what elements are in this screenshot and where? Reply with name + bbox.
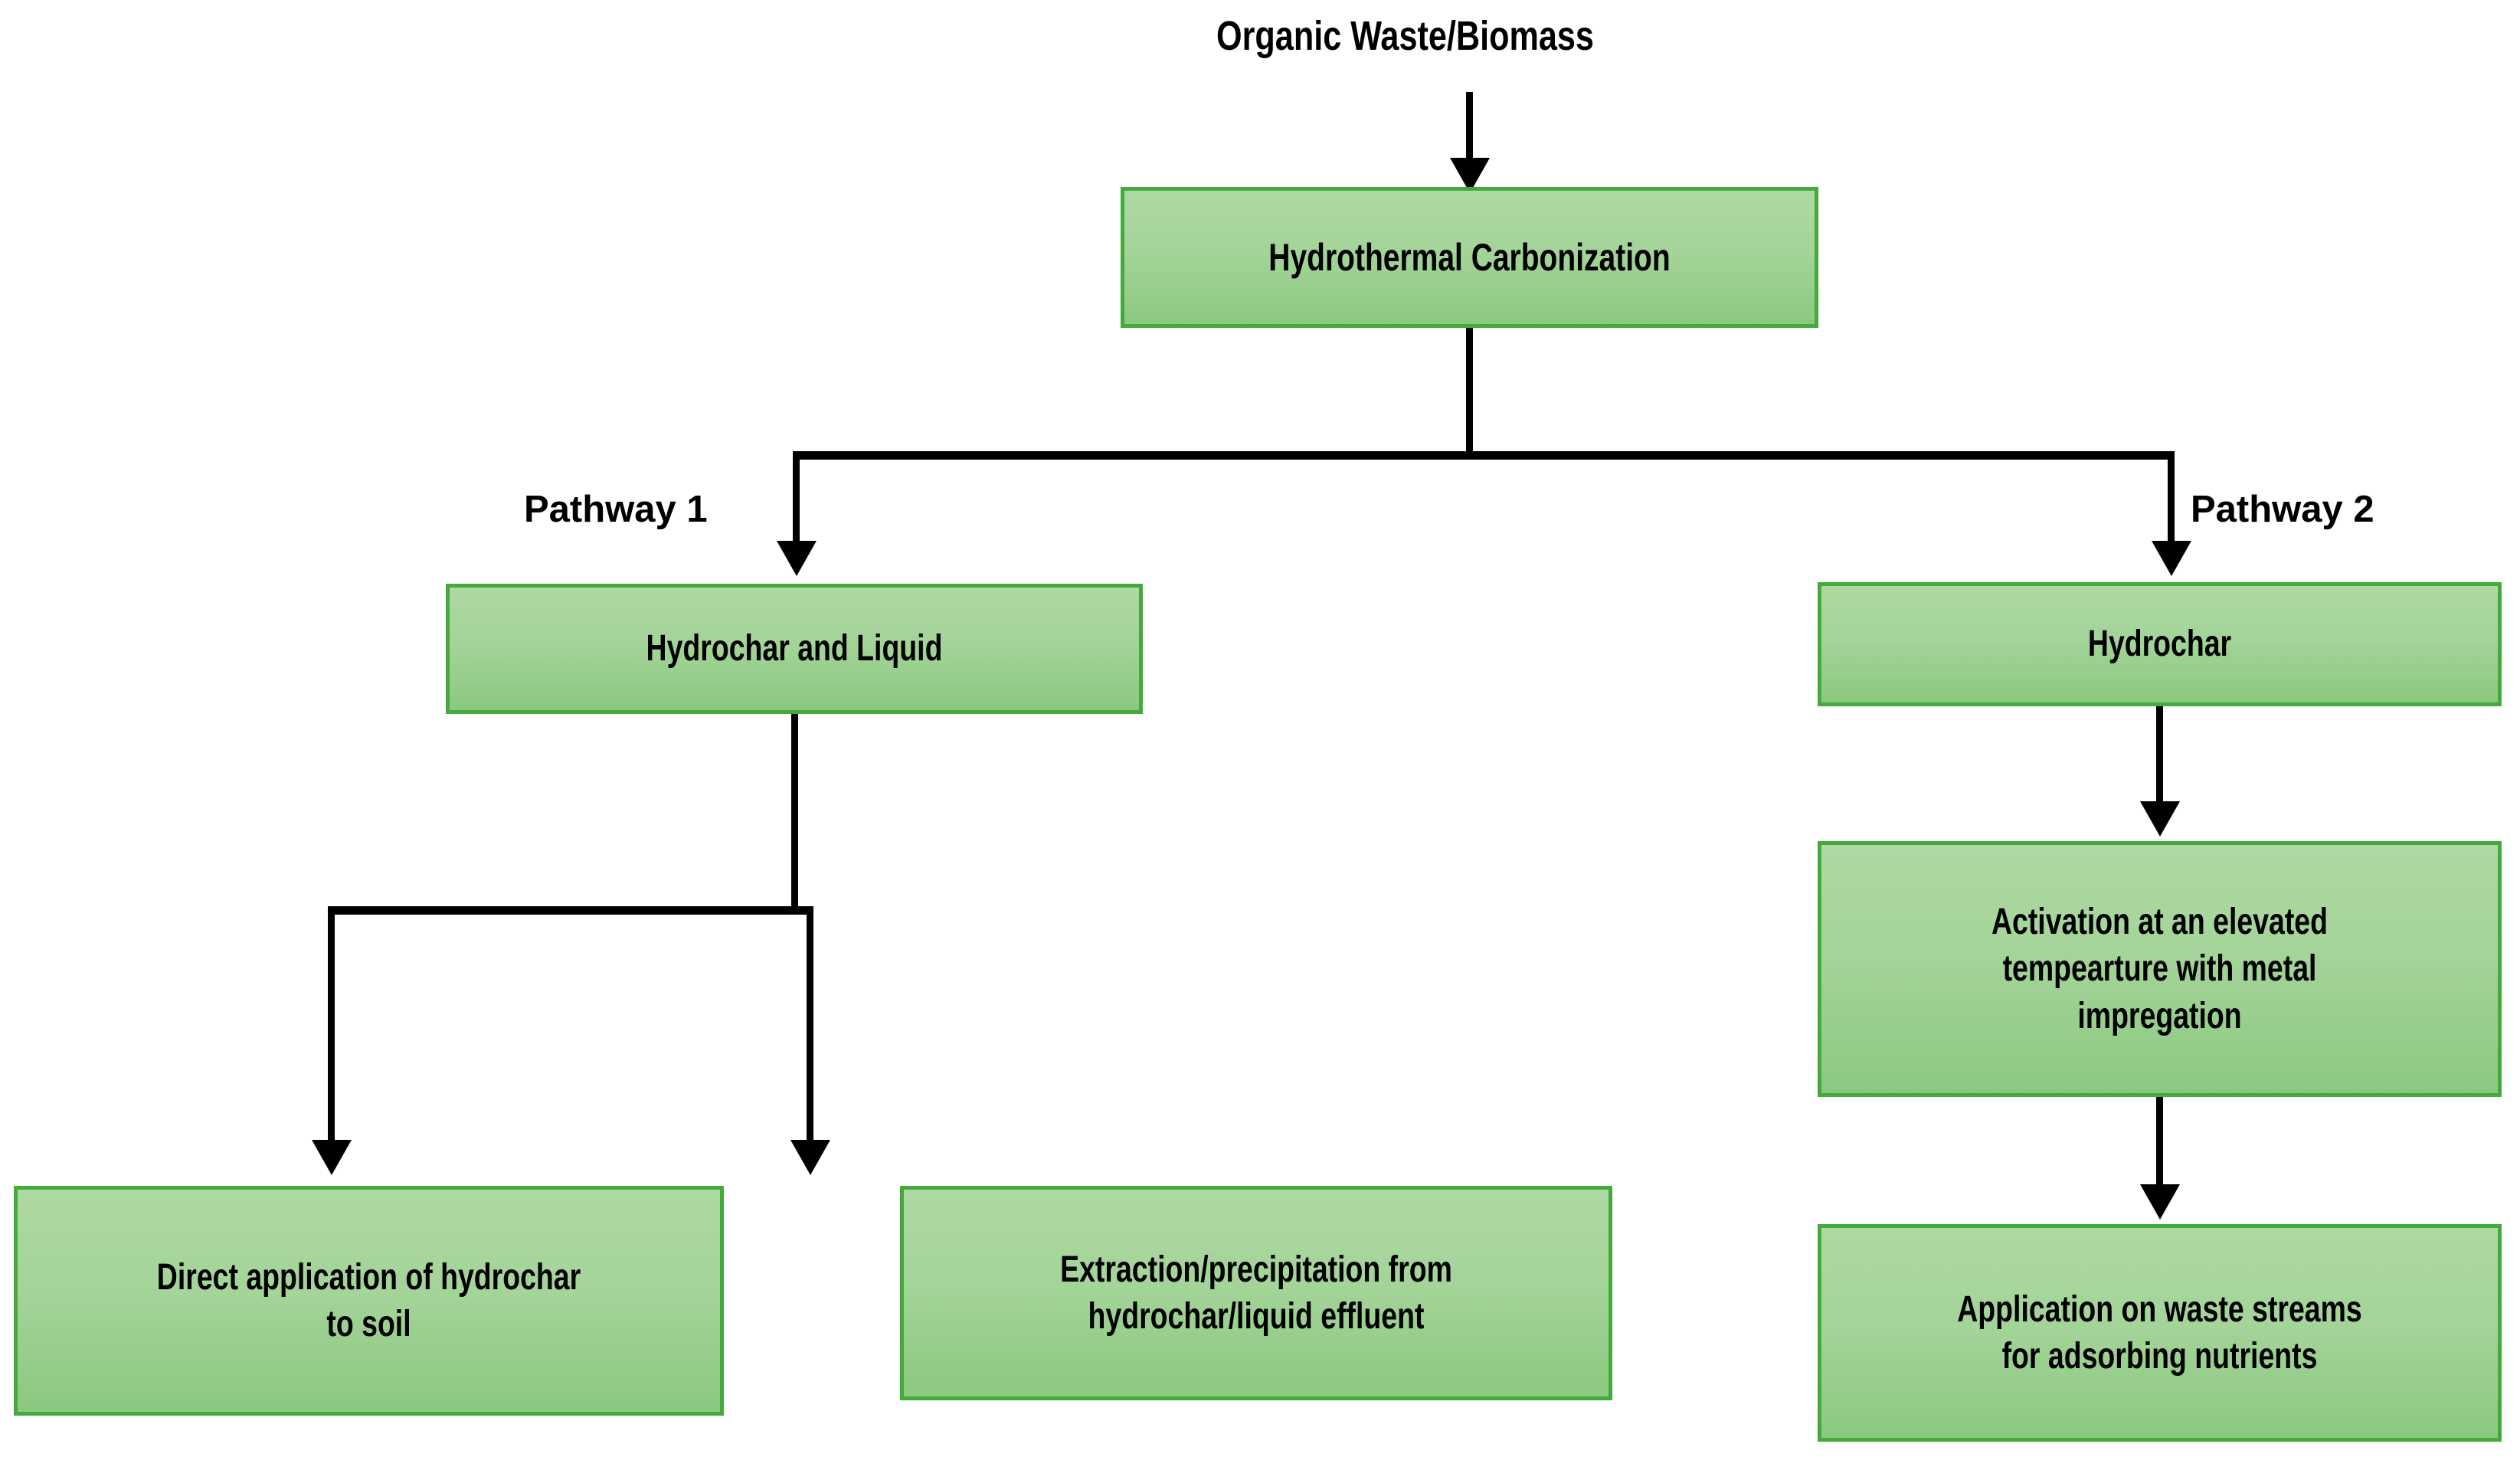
connector-to-direct-application — [328, 906, 335, 1145]
connector-pathway1-split-bar — [328, 906, 813, 915]
node-waste-streams[interactable]: Application on waste streams for adsorbi… — [1818, 1224, 2502, 1442]
node-hydrochar-and-liquid[interactable]: Hydrochar and Liquid — [446, 584, 1143, 714]
connector-pathway-split-bar — [793, 451, 2175, 460]
node-label: Hydrothermal Carbonization — [1268, 236, 1671, 279]
source-label: Organic Waste/Biomass — [1216, 13, 1594, 59]
node-label: Hydrochar and Liquid — [646, 628, 943, 670]
node-label: Hydrochar — [2087, 624, 2232, 665]
node-label: Direct application of hydrochar to soil — [156, 1256, 581, 1344]
node-extraction[interactable]: Extraction/precipitation from hydrochar/… — [900, 1186, 1612, 1400]
connector-hydrochar-to-activation — [2156, 706, 2163, 806]
pathway-1-label: Pathway 1 — [524, 489, 708, 530]
connector-pathway2-drop — [2168, 451, 2175, 551]
arrowhead-direct-application — [312, 1140, 352, 1175]
node-label: Activation at an elevated tempearture wi… — [1991, 901, 2329, 1036]
node-hydrochar[interactable]: Hydrochar — [1818, 582, 2502, 706]
arrowhead-pathway1 — [777, 541, 817, 576]
connector-to-extraction — [807, 906, 813, 1145]
connector-pathway1-drop — [793, 451, 800, 551]
arrowhead-extraction — [790, 1140, 830, 1175]
node-label: Extraction/precipitation from hydrochar/… — [1060, 1249, 1452, 1337]
pathway-2-label: Pathway 2 — [2191, 489, 2374, 530]
node-hydrothermal-carbonization[interactable]: Hydrothermal Carbonization — [1121, 187, 1818, 328]
connector-source-to-htc — [1466, 92, 1473, 169]
connector-activation-to-application — [2156, 1097, 2163, 1189]
arrowhead-waste-streams — [2140, 1184, 2180, 1220]
node-direct-application[interactable]: Direct application of hydrochar to soil — [14, 1186, 724, 1416]
node-activation[interactable]: Activation at an elevated tempearture wi… — [1818, 841, 2502, 1097]
node-label: Application on waste streams for adsorbi… — [1957, 1288, 2362, 1377]
connector-hydrocharliquid-stem — [791, 714, 798, 910]
arrowhead-pathway2 — [2152, 541, 2191, 576]
connector-htc-stem — [1466, 328, 1473, 460]
arrowhead-activation — [2140, 801, 2180, 837]
